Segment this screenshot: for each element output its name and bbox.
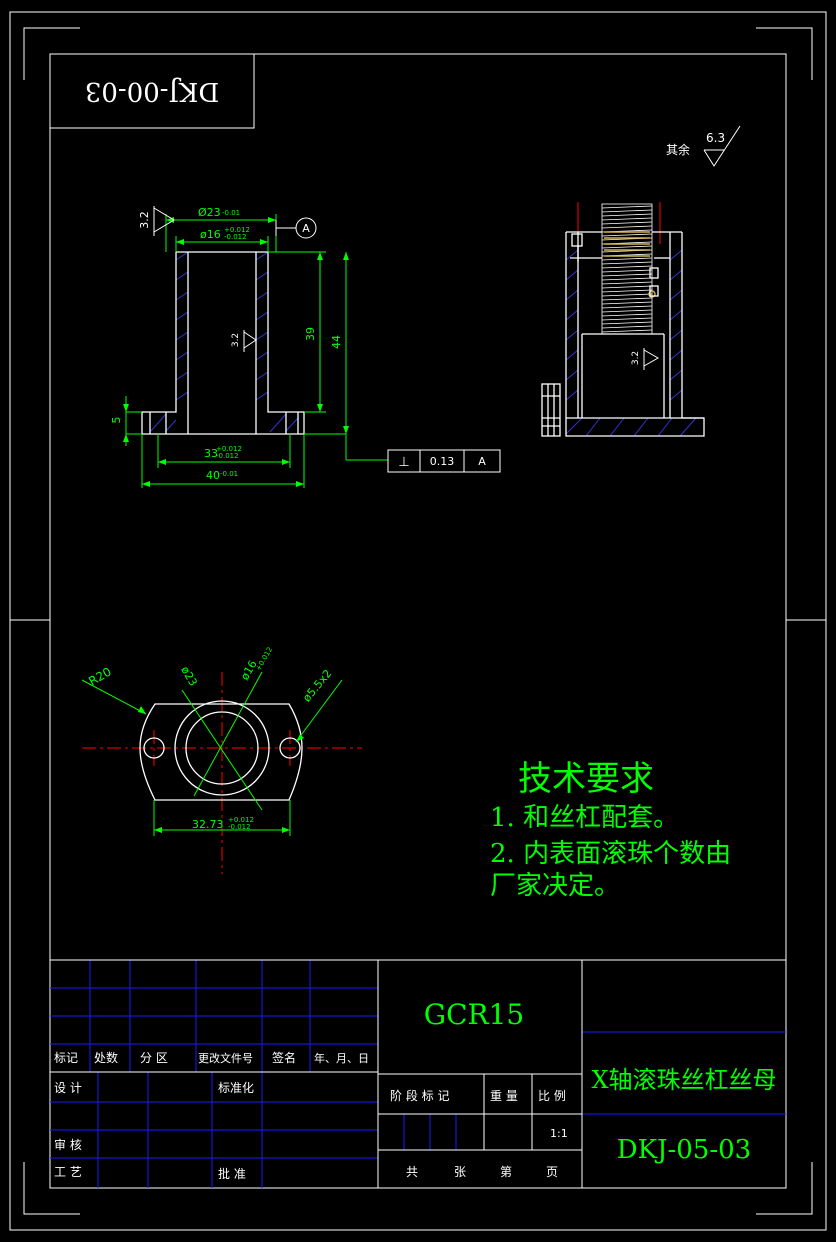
rev-header-mark: 标记 [54,1051,78,1065]
section-view-balls [604,231,656,298]
label-approve: 批 准 [218,1166,246,1181]
thread-line [601,305,653,309]
thread-line [601,225,653,229]
datum-label: A [302,222,310,235]
corner-label: DKJ-00-03 [85,76,219,106]
dim-inner-diameter-tol-up: +0.012 [224,226,250,234]
roughness-other-label: 其余 [666,142,690,157]
thread-line [601,289,653,293]
thread-line [601,217,653,221]
part-name: X轴滚珠丝杠丝母 [591,1066,776,1094]
thread-line [601,277,653,281]
thread-line [601,281,653,285]
dim-span: 32.73 [192,818,224,831]
technical-requirements: 技术要求 1. 和丝杠配套。 2. 内表面滚珠个数由 厂家决定。 [490,759,731,901]
top-view-outline [139,700,303,801]
dim-inner-diameter-tol-low: -0.012 [224,233,247,241]
thread-line [601,213,653,217]
dim-span-tol-up: +0.012 [228,816,254,824]
drawing-number: DKJ-05-03 [617,1135,751,1165]
dim-outer-diameter: Ø23 [198,206,221,219]
section-view-outline [541,231,705,437]
section-view-hatch [565,249,697,437]
dim-outer-diameter-tol: -0.01 [222,209,240,217]
front-view: Ø23 -0.01 ø16 +0.012 -0.012 39 44 5 33 +… [110,206,501,488]
rev-header-file: 更改文件号 [198,1051,253,1065]
dim-height-inner: 39 [304,327,317,341]
title-block: 标记 处数 分 区 更改文件号 签名 年、月、日 设 计 标准化 审 核 工 艺… [50,959,786,1188]
tolerance-symbol: ⊥ [398,455,409,470]
material: GCR15 [424,998,525,1031]
roughness-other: 其余 6.3 [666,125,741,167]
label-weight: 重 量 [490,1089,518,1103]
dim-inner-diameter: ø16 [200,228,221,241]
rev-header-sign: 签名 [272,1050,296,1065]
corner-label-box: DKJ-00-03 [49,53,255,129]
dim-flange-inner-tol-up: +0.012 [216,445,242,453]
drawing-frame [9,11,827,1231]
dim-flange-width-tol: -0.01 [220,470,238,478]
roughness-outer: 3.2 [138,206,175,236]
tech-req-line-1: 1. 和丝杠配套。 [490,803,679,833]
thread-line [601,285,653,289]
thread-line [601,221,653,225]
rev-header-count: 处数 [94,1050,118,1065]
scale-value: 1:1 [550,1127,568,1140]
tech-req-line-2: 2. 内表面滚珠个数由 [490,839,731,869]
thread-line [601,273,653,277]
thread-line [601,321,653,325]
thread-line [601,205,653,209]
section-roughness-value: 3.2 [631,351,641,365]
dim-flange-inner-width: 33 [204,447,218,460]
label-stage-mark: 阶 段 标 记 [390,1088,449,1103]
dim-flange-inner-tol-low: -0.012 [216,452,239,460]
label-scale: 比 例 [538,1089,566,1103]
label-standardize: 标准化 [218,1081,254,1095]
front-view-hatch [149,251,299,433]
tolerance-value: 0.13 [430,455,455,468]
thread-line [601,269,653,273]
roughness-inner-value: 3.2 [231,333,241,347]
thread-line [601,209,653,213]
thread-line [601,257,653,261]
thread-line [601,301,653,305]
label-total: 共 [406,1165,418,1179]
label-nth: 第 [500,1165,512,1179]
front-view-arrows [123,217,349,487]
thread-line [601,325,653,329]
tolerance-frame: ⊥ 0.13 A [387,449,501,473]
thread-line [601,317,653,321]
thread-line [601,265,653,269]
label-design: 设 计 [54,1081,82,1095]
thread-line [601,293,653,297]
thread-line [601,297,653,301]
tech-req-line-3: 厂家决定。 [490,871,620,901]
rev-header-zone: 分 区 [140,1051,168,1065]
section-view: 3.2 [541,202,705,437]
thread-line [601,233,653,237]
dim-flange-thickness: 5 [110,417,123,424]
thread-line [601,313,653,317]
thread-line [601,309,653,313]
roughness-inner: 3.2 [231,330,257,352]
tolerance-datum: A [478,455,486,468]
tech-req-title: 技术要求 [518,759,654,799]
dim-flange-width: 40 [206,469,220,482]
dim-span-tol-low: -0.012 [228,823,251,831]
label-process: 工 艺 [54,1165,82,1179]
thread-line [601,261,653,265]
label-page: 页 [546,1165,558,1179]
thread-line [601,245,653,249]
thread-line [601,329,653,333]
section-roughness: 3.2 [631,348,660,370]
label-sheets: 张 [454,1165,466,1179]
roughness-other-value: 6.3 [706,131,725,145]
datum-marker: A [275,217,317,239]
roughness-outer-value: 3.2 [138,211,151,229]
label-review: 审 核 [54,1137,82,1152]
dim-height-total: 44 [330,335,343,349]
rev-header-date: 年、月、日 [314,1051,369,1065]
